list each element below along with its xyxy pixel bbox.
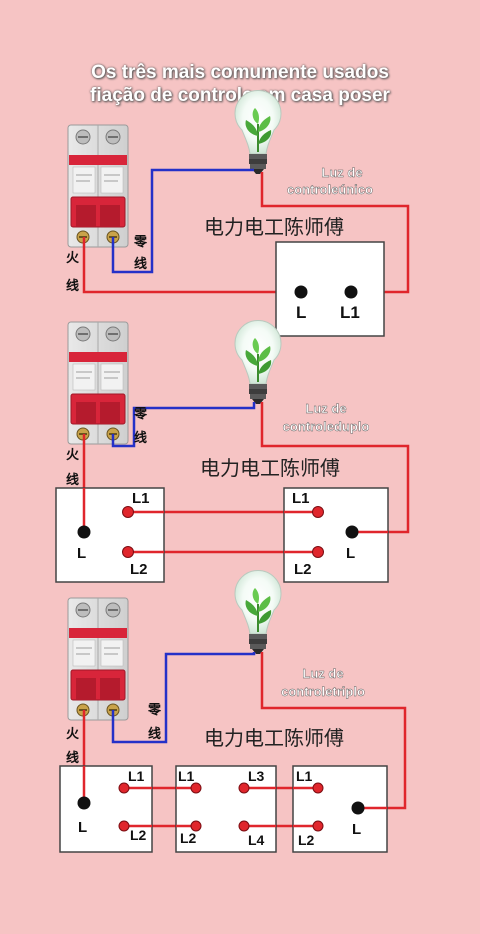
terminal-label: L2: [180, 830, 197, 846]
neutral-wire: [111, 168, 254, 274]
diagram-caption-line-1: Luz de: [302, 666, 343, 681]
terminal-label: L4: [248, 832, 265, 848]
switch-box: [283, 487, 389, 583]
terminal-dot: [312, 820, 324, 832]
switched-wire: [260, 172, 410, 294]
page-title-line-2: fiação de controle em casa poser: [90, 85, 390, 106]
terminal-label: L3: [248, 768, 265, 784]
switch-box: [55, 487, 165, 583]
diagram-caption-line-2: controleduplo: [283, 419, 370, 434]
diagram-caption-line-2: controletriplo: [281, 684, 365, 699]
terminal-dot: [118, 820, 130, 832]
switched-wire: [260, 652, 407, 810]
terminal-dot: [312, 506, 324, 518]
breaker-3: [67, 597, 129, 721]
terminal-label: L1: [132, 490, 150, 507]
terminal-dot: [312, 782, 324, 794]
diagram-2: DELIXI L1 L L2 L1 L L2 Luz de controledu…: [55, 319, 410, 583]
terminal-label: L1: [178, 768, 195, 784]
switched-wire: [260, 402, 410, 534]
terminal-label: L1: [340, 303, 360, 322]
switch-box: [175, 765, 277, 853]
live-label: 火: [66, 251, 80, 266]
light-bulb-icon: [234, 89, 282, 175]
breaker-brand-3: DELIXI: [92, 633, 115, 640]
terminal-dot: [238, 820, 250, 832]
terminal-dot: [122, 546, 134, 558]
neutral-label: 零: [147, 703, 162, 718]
terminal-dot: [344, 285, 358, 299]
breaker-brand-1: DELIXI: [92, 160, 115, 167]
diagram-caption-line-1: Luz de: [321, 165, 362, 180]
neutral-label: 零: [133, 235, 148, 250]
neutral-wire: [111, 402, 256, 448]
light-bulb-icon: [234, 569, 282, 655]
neutral-label: 线: [134, 256, 147, 272]
terminal-dot: [351, 801, 365, 815]
terminal-dot: [77, 796, 91, 810]
live-label: 线: [66, 278, 79, 294]
terminal-label: L2: [130, 561, 148, 578]
light-bulb-icon: [234, 319, 282, 405]
watermark: 电力电工陈师傅: [204, 726, 344, 750]
terminal-label: L: [78, 819, 87, 836]
switch-box: [59, 765, 153, 853]
terminal-dot: [190, 782, 202, 794]
terminal-label: L2: [130, 827, 147, 843]
breaker-2: [67, 321, 129, 445]
neutral-label: 线: [134, 430, 147, 446]
terminal-label: L1: [296, 768, 313, 784]
terminal-label: L: [352, 821, 361, 838]
terminal-label: L: [346, 545, 355, 562]
live-label: 线: [66, 472, 79, 488]
diagram-3: DELIXI L1 L L2 L1 L3: [59, 569, 407, 853]
terminal-label: L2: [298, 832, 315, 848]
neutral-label: 零: [133, 407, 148, 422]
terminal-label: L1: [292, 490, 310, 507]
breaker-1: [67, 124, 129, 248]
terminal-dot: [345, 525, 359, 539]
neutral-label: 线: [148, 726, 161, 742]
live-label: 线: [66, 750, 79, 766]
terminal-dot: [294, 285, 308, 299]
live-label: 火: [66, 448, 80, 463]
terminal-label: L: [77, 545, 86, 562]
neutral-wire: [111, 652, 256, 744]
terminal-dot: [122, 506, 134, 518]
switch-box: [292, 765, 388, 853]
diagram-caption-line-2: controleúnico: [287, 182, 373, 197]
breaker-brand-2: DELIXI: [92, 357, 115, 364]
watermark: 电力电工陈师傅: [200, 456, 340, 480]
switch-box: [275, 241, 385, 337]
live-label: 火: [66, 727, 80, 742]
live-wire: [82, 237, 301, 294]
diagram-1: DELIXI L L1 Luz de controleúnico 电力电工陈师傅…: [66, 89, 410, 337]
diagram-caption-line-1: Luz de: [305, 401, 346, 416]
terminal-dot: [77, 525, 91, 539]
terminal-dot: [190, 820, 202, 832]
terminal-label: L2: [294, 561, 312, 578]
watermark: 电力电工陈师傅: [204, 215, 344, 239]
page-title-line-1: Os três mais comumente usados: [91, 62, 389, 83]
terminal-dot: [238, 782, 250, 794]
terminal-label: L: [296, 303, 306, 322]
terminal-label: L1: [128, 768, 145, 784]
terminal-dot: [118, 782, 130, 794]
terminal-dot: [312, 546, 324, 558]
